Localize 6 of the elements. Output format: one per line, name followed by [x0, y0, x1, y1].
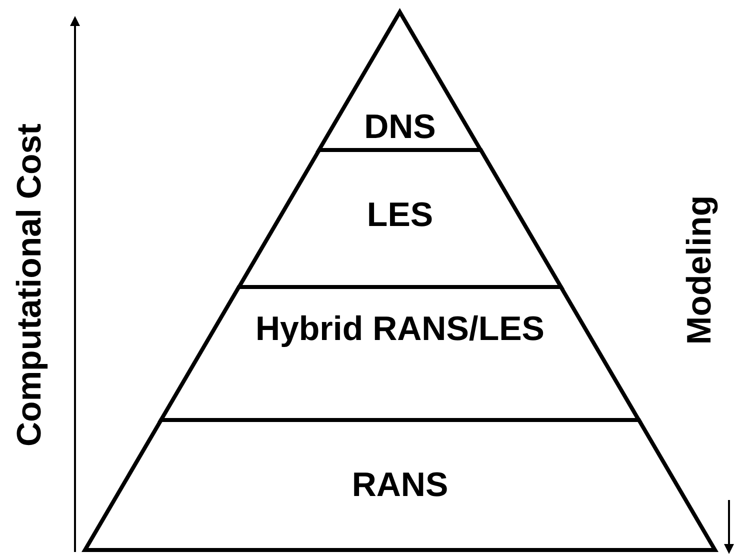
axis-label: Computational Cost	[10, 124, 50, 446]
axis-label: Modeling	[680, 195, 720, 345]
tier-label: RANS	[350, 465, 450, 505]
tier-label: Hybrid RANS/LES	[254, 309, 546, 349]
tier-label: LES	[366, 195, 434, 235]
tier-label: DNS	[363, 107, 437, 147]
